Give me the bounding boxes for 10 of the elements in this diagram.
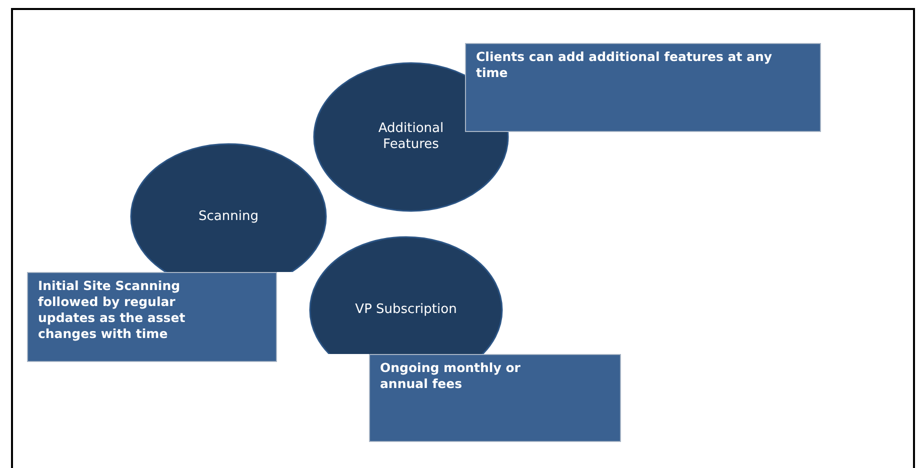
description-text: Ongoing monthly or annual fees <box>380 360 522 392</box>
stage-label: VP Subscription <box>354 302 458 318</box>
description-text: Clients can add additional features at any time <box>476 49 774 81</box>
description-box <box>465 43 821 132</box>
stage-circle <box>313 62 509 212</box>
description-box <box>27 272 277 362</box>
description-box <box>369 354 621 442</box>
description-text: Initial Site Scanning followed by regular updates as the asset changes with time <box>38 278 186 342</box>
stage-label: Scanning <box>198 208 260 224</box>
stage-label: Additional Features <box>377 121 445 153</box>
